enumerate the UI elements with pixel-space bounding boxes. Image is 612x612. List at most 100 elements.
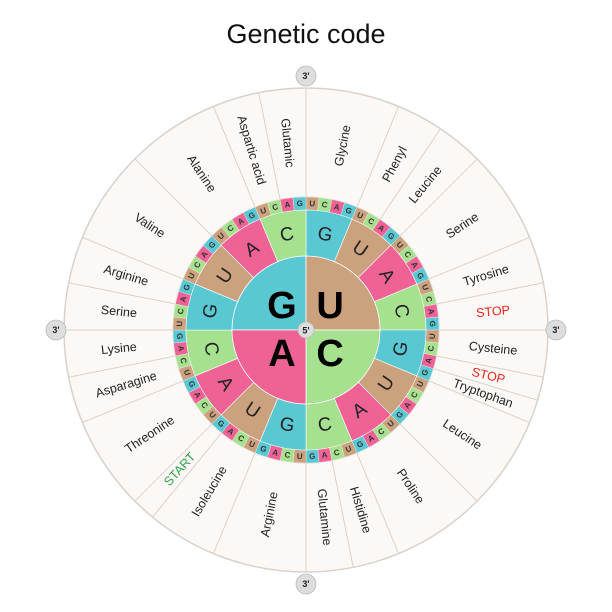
third-base-letter: C bbox=[176, 308, 186, 315]
amino-acid-divider bbox=[428, 236, 530, 280]
amino-acid-label: STOP bbox=[476, 303, 511, 320]
first-base-letter: G bbox=[267, 285, 297, 327]
first-base-letter: C bbox=[316, 333, 343, 375]
third-base-letter: A bbox=[426, 308, 436, 315]
amino-acid-label: Cysteine bbox=[468, 339, 518, 358]
amino-acid-divider bbox=[258, 92, 281, 200]
amino-acid-divider bbox=[152, 432, 223, 518]
end-badge-label: 3' bbox=[552, 325, 559, 335]
amino-acid-divider bbox=[68, 282, 176, 305]
amino-acid-divider bbox=[82, 236, 184, 280]
second-base-letter: C bbox=[199, 340, 222, 358]
page-title: Genetic code bbox=[226, 19, 385, 49]
third-base-letter: G bbox=[186, 379, 197, 388]
third-base-letter: C bbox=[321, 200, 328, 210]
third-base-letter: A bbox=[424, 357, 434, 365]
third-base-letter: A bbox=[366, 433, 376, 444]
third-base-letter: U bbox=[297, 452, 303, 461]
third-base-letter: G bbox=[259, 444, 268, 455]
amino-acid-divider bbox=[356, 452, 400, 554]
amino-acid-divider bbox=[399, 423, 478, 502]
third-base-letter: U bbox=[309, 199, 315, 208]
end-badges: 3'3'3'3' bbox=[45, 65, 567, 595]
amino-acid-divider bbox=[68, 355, 176, 378]
amino-acid-divider bbox=[433, 368, 538, 401]
third-base-letter: C bbox=[402, 250, 413, 260]
end-badge-label: 3' bbox=[302, 579, 309, 589]
third-base-letter: C bbox=[366, 216, 376, 227]
third-base-letter: C bbox=[333, 448, 341, 458]
amino-acid-label: Serine bbox=[100, 303, 137, 320]
third-base-letter: U bbox=[428, 333, 437, 339]
third-base-letter: U bbox=[415, 379, 426, 388]
third-base-letter: G bbox=[415, 271, 426, 280]
third-base-letter: U bbox=[394, 240, 405, 250]
third-base-letter: C bbox=[426, 345, 436, 352]
second-base-letter: G bbox=[316, 223, 335, 246]
end-badge-label: 3' bbox=[52, 325, 59, 335]
second-base-letter: G bbox=[278, 413, 297, 436]
third-base-letter: U bbox=[356, 210, 365, 221]
center-label: 5' bbox=[302, 326, 309, 336]
second-base-letter: C bbox=[278, 223, 296, 246]
amino-acid-divider bbox=[212, 106, 256, 208]
third-base-letter: C bbox=[226, 223, 236, 234]
third-base-letter: U bbox=[216, 231, 226, 242]
end-badge bbox=[45, 319, 67, 341]
first-base-letter: U bbox=[316, 285, 343, 327]
third-base-letter: C bbox=[409, 390, 420, 400]
end-badge bbox=[295, 573, 317, 595]
third-base-letter: A bbox=[376, 223, 386, 234]
amino-acid-divider bbox=[436, 355, 544, 378]
third-base-letter: G bbox=[296, 199, 303, 208]
third-base-letter: G bbox=[355, 439, 364, 450]
third-base-letter: U bbox=[386, 418, 396, 429]
third-base-letter: A bbox=[199, 249, 210, 259]
second-base-letter: C bbox=[390, 302, 413, 320]
third-base-letter: G bbox=[420, 368, 431, 377]
third-base-letter: G bbox=[394, 410, 405, 421]
third-base-letter: G bbox=[216, 418, 227, 429]
first-base-quadrant bbox=[305, 329, 381, 405]
amino-acid-divider bbox=[356, 106, 400, 208]
third-base-letter: A bbox=[333, 202, 341, 212]
third-base-letter: U bbox=[420, 283, 430, 292]
amino-acid-divider bbox=[82, 380, 184, 424]
third-base-letter: A bbox=[226, 426, 236, 437]
first-base-quadrant bbox=[231, 255, 307, 331]
third-base-letter: U bbox=[175, 320, 184, 326]
end-badge bbox=[295, 65, 317, 87]
third-base-letter: C bbox=[236, 433, 246, 444]
third-base-letter: U bbox=[186, 271, 197, 280]
third-base-letter: C bbox=[424, 295, 434, 303]
amino-acid-label: Glutamine bbox=[315, 488, 335, 546]
third-base-letter: G bbox=[344, 206, 353, 217]
third-base-letter: U bbox=[259, 206, 268, 216]
third-base-letter: G bbox=[428, 320, 437, 327]
third-base-letter: G bbox=[182, 283, 193, 292]
third-base-letter: A bbox=[402, 400, 413, 410]
center-badge: 5' bbox=[297, 321, 315, 339]
second-base-letter: G bbox=[389, 340, 412, 359]
second-base-letter: C bbox=[316, 414, 334, 437]
third-base-letter: A bbox=[284, 200, 291, 210]
third-base-letter: A bbox=[192, 390, 203, 400]
third-base-letter: C bbox=[199, 400, 210, 410]
third-base-letter: A bbox=[176, 345, 186, 352]
third-base-letter: G bbox=[175, 333, 184, 340]
third-base-letter: A bbox=[321, 450, 328, 460]
amino-acid-divider bbox=[428, 380, 530, 424]
second-base-letter: G bbox=[199, 302, 222, 321]
third-base-letter: A bbox=[236, 216, 246, 227]
third-base-letter: G bbox=[386, 231, 397, 242]
amino-acid-divider bbox=[331, 460, 354, 568]
third-base-letter: C bbox=[178, 357, 188, 365]
third-base-letter: A bbox=[178, 295, 188, 303]
third-base-letter: C bbox=[376, 426, 386, 437]
third-base-letter: U bbox=[207, 410, 218, 420]
third-base-letter: U bbox=[247, 439, 256, 450]
amino-acid-divider bbox=[134, 158, 213, 237]
